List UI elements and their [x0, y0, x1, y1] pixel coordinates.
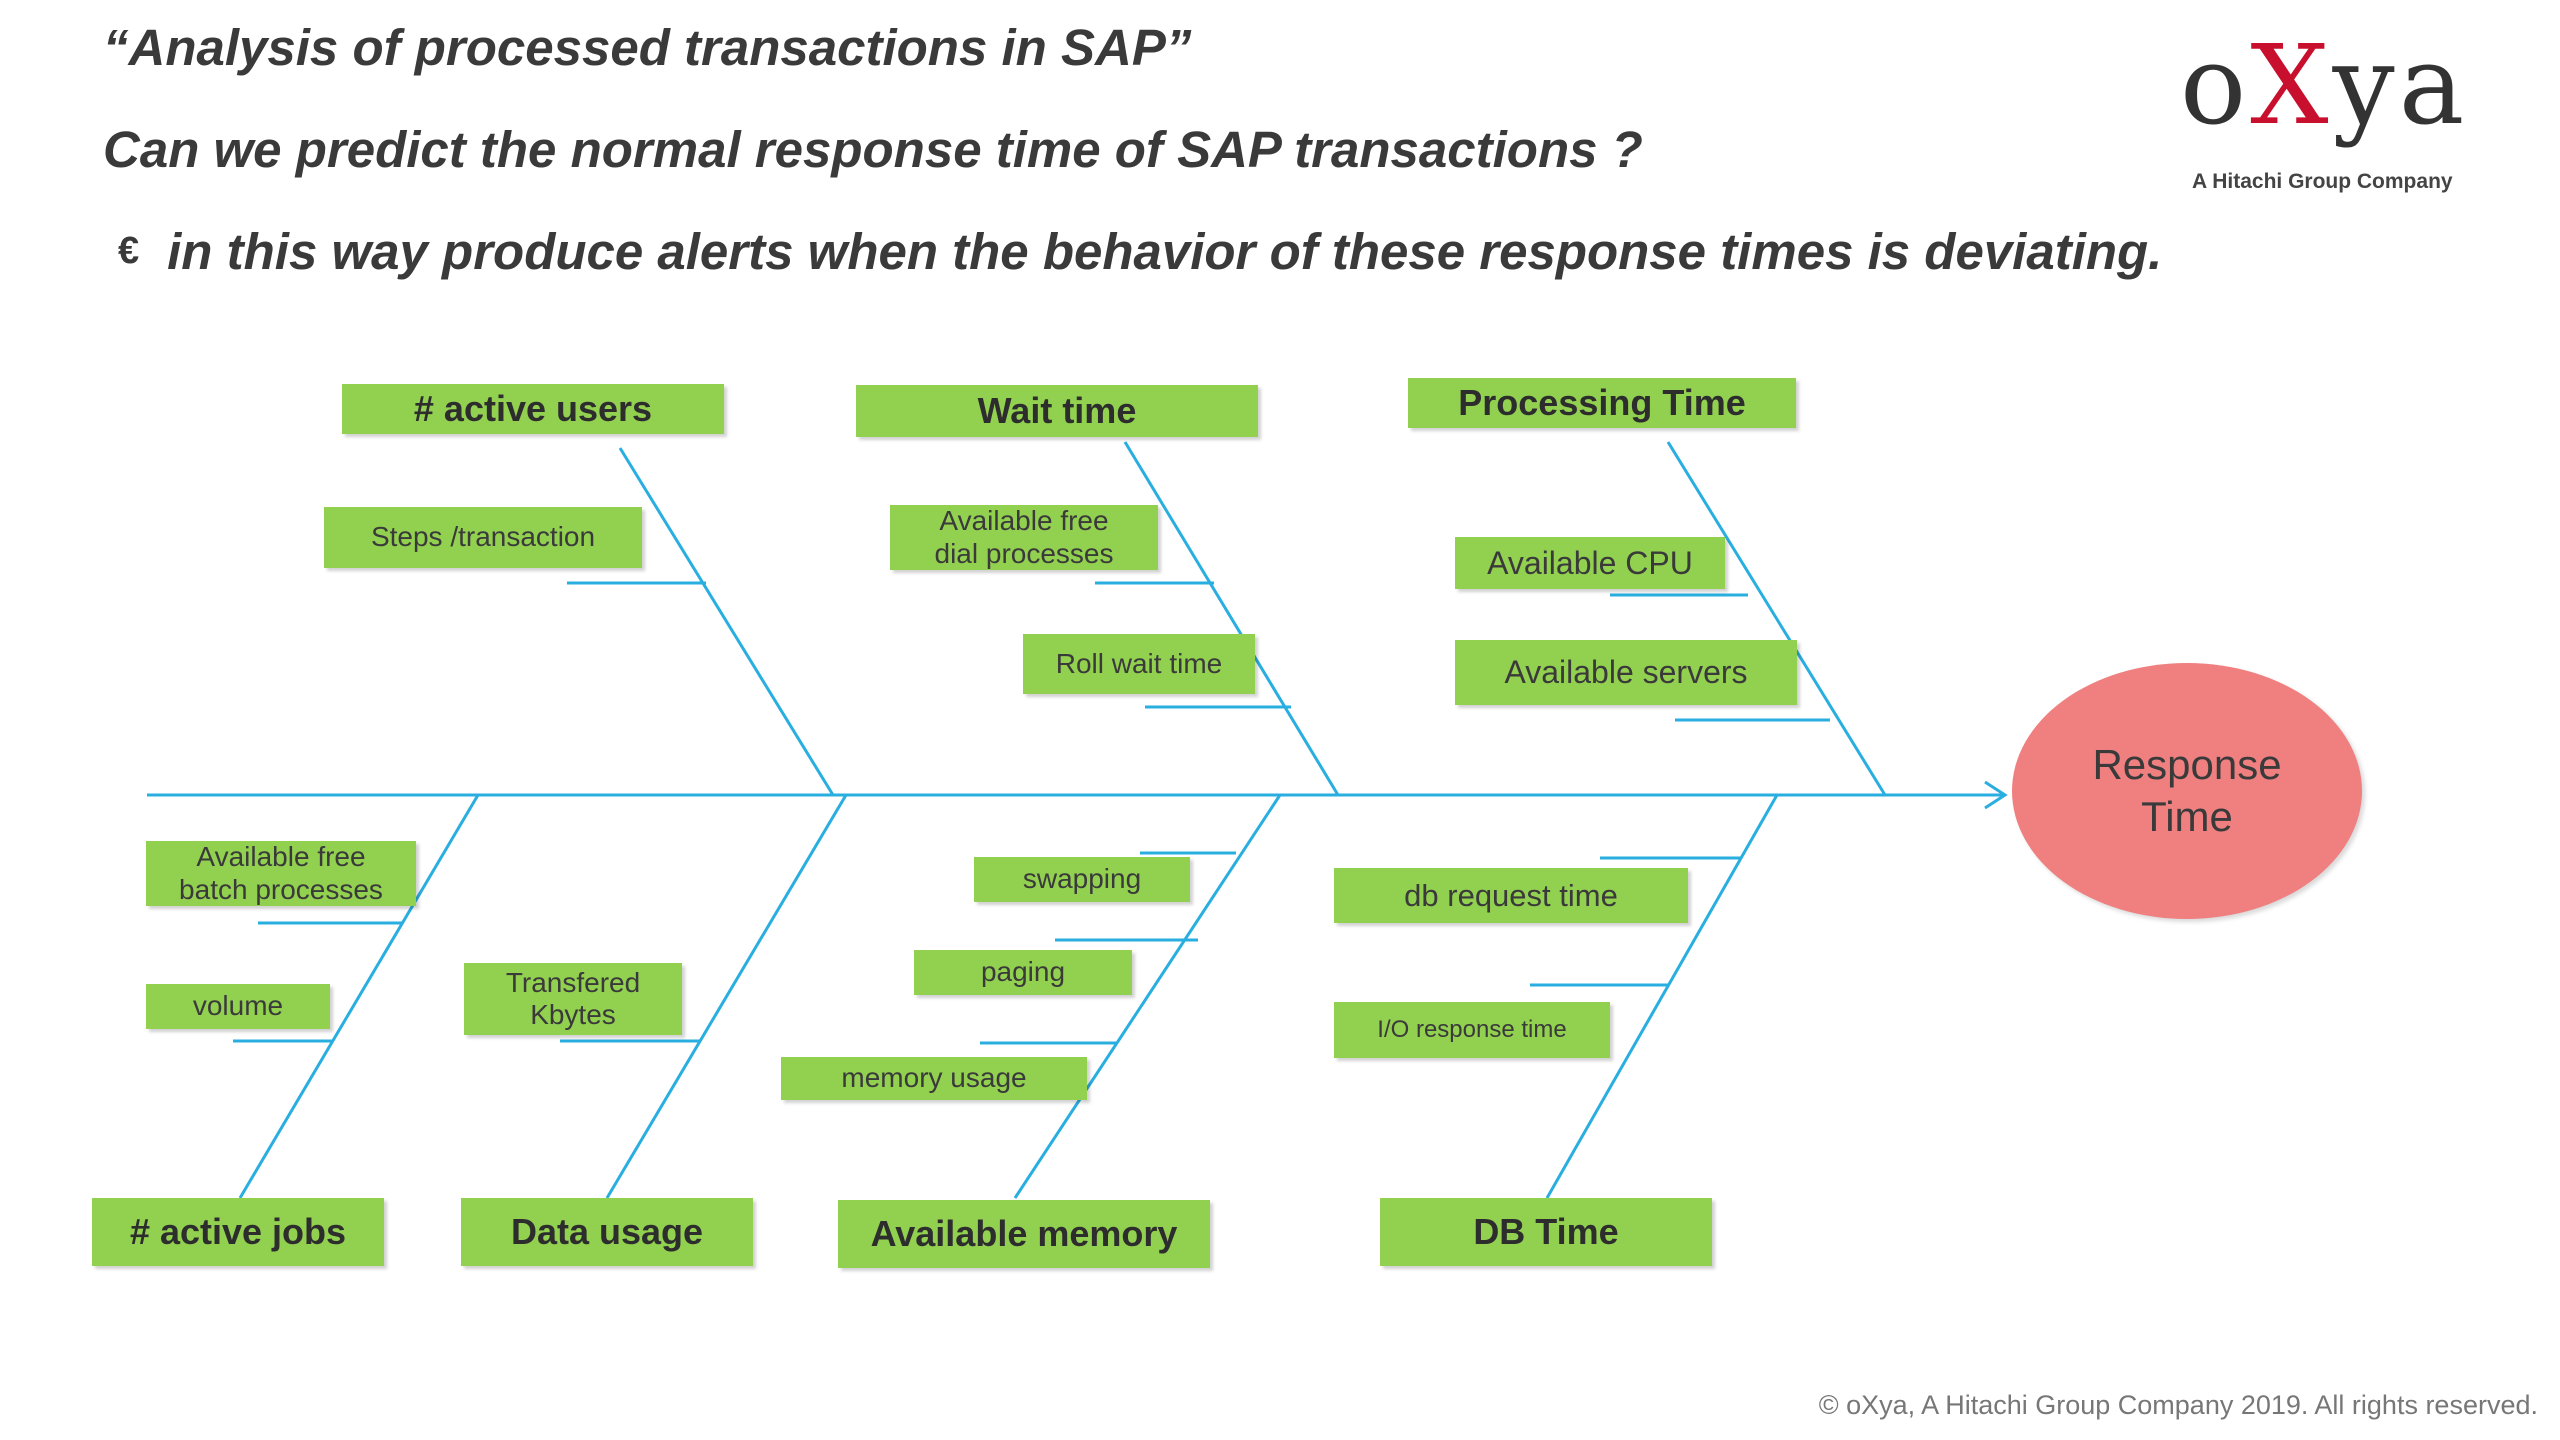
- cause-swapping: swapping: [974, 857, 1190, 902]
- category-wait-time: Wait time: [856, 385, 1258, 437]
- bone-active-users: [618, 447, 835, 796]
- cause-available-free-dial-processes: Available free dial processes: [890, 505, 1158, 570]
- cause-transfered-kbytes: Transfered Kbytes: [464, 963, 682, 1035]
- effect-label-line2: Time: [2141, 793, 2233, 840]
- bone-db-time: [1545, 794, 1779, 1199]
- cause-paging: paging: [914, 950, 1132, 995]
- bone-wait-time: [1123, 441, 1340, 796]
- bone-processing-time: [1666, 441, 1887, 796]
- category-active-users: # active users: [342, 384, 724, 434]
- category-active-jobs: # active jobs: [92, 1198, 384, 1266]
- category-processing-time: Processing Time: [1408, 378, 1796, 428]
- category-db-time: DB Time: [1380, 1198, 1712, 1266]
- copyright-footer: © oXya, A Hitachi Group Company 2019. Al…: [1818, 1390, 2538, 1420]
- cause-transfered-line1: Transfered: [505, 966, 641, 998]
- cause-transfered-line2: Kbytes: [530, 999, 616, 1030]
- cause-steps-transaction: Steps /transaction: [324, 507, 642, 568]
- oxya-logo: oXya A Hitachi Group Company: [2170, 30, 2470, 200]
- slide-question: Can we predict the normal response time …: [103, 121, 1643, 178]
- cause-volume: volume: [146, 984, 330, 1029]
- bone-active-jobs: [238, 794, 480, 1199]
- effect-response-time: Response Time: [2012, 663, 2362, 919]
- cause-available-free-dial-line1: Available free: [939, 505, 1109, 537]
- cause-available-servers: Available servers: [1455, 640, 1797, 705]
- bullet-icon: €: [118, 230, 140, 272]
- cause-memory-usage: memory usage: [781, 1057, 1087, 1100]
- cause-db-request-time: db request time: [1334, 868, 1688, 923]
- logo-tagline: A Hitachi Group Company: [2192, 170, 2453, 193]
- cause-io-response-time: I/O response time: [1334, 1002, 1610, 1058]
- bone-available-memory: [1013, 794, 1282, 1199]
- cause-roll-wait-time: Roll wait time: [1023, 634, 1255, 694]
- cause-available-free-batch-processes: Available free batch processes: [146, 841, 416, 906]
- cause-available-free-batch-line1: Available free: [196, 841, 366, 873]
- cause-available-cpu: Available CPU: [1455, 537, 1725, 589]
- cause-available-free-dial-line2: dial processes: [934, 537, 1114, 569]
- category-available-memory: Available memory: [838, 1200, 1210, 1268]
- effect-label-line1: Response: [2092, 740, 2282, 788]
- bullet-text: in this way produce alerts when the beha…: [167, 223, 2163, 280]
- spine-arrowhead: [1984, 780, 2008, 810]
- logo-wordmark: oXya: [2180, 21, 2469, 149]
- bone-data-usage: [605, 794, 848, 1199]
- cause-available-free-batch-line2: batch processes: [179, 873, 383, 905]
- slide-title: “Analysis of processed transactions in S…: [103, 19, 1192, 76]
- slide-bullet-line: € in this way produce alerts when the be…: [118, 222, 2162, 281]
- category-data-usage: Data usage: [461, 1198, 753, 1266]
